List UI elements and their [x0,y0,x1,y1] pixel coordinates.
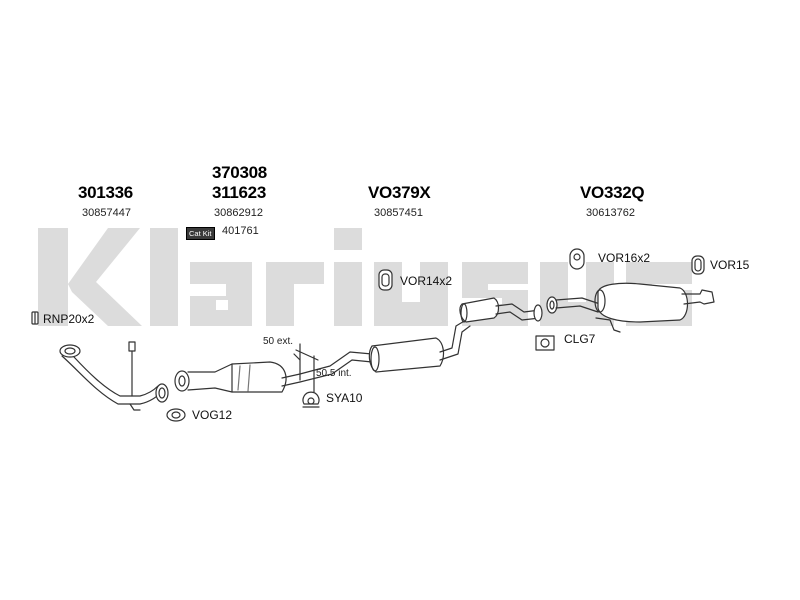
label-50-5-int: 50.5 int. [316,368,352,379]
label-vog12: VOG12 [192,408,233,422]
label-rnp20x2: RNP20x2 [43,312,95,326]
label-vor14x2: VOR14x2 [400,274,453,288]
label-vor15: VOR15 [710,258,750,272]
label-vor16x2: VOR16x2 [598,251,651,265]
part-number-301336: 301336 [78,183,133,202]
oem-number-30857451: 30857451 [374,207,423,219]
oem-number-30613762: 30613762 [586,207,635,219]
label-sya10: SYA10 [326,391,363,405]
oem-number-30857447: 30857447 [82,207,131,219]
cat-kit-badge: Cat Kit [186,227,215,240]
part-number-vo332q: VO332Q [580,183,645,202]
part-number-vo379x: VO379X [368,183,431,202]
catkit-number: 401761 [222,225,259,237]
oem-number-30862912: 30862912 [214,207,263,219]
part-number-311623: 311623 [212,183,266,202]
label-clg7: CLG7 [564,332,596,346]
label-50-ext: 50 ext. [263,336,294,347]
part-number-370308: 370308 [212,163,267,182]
